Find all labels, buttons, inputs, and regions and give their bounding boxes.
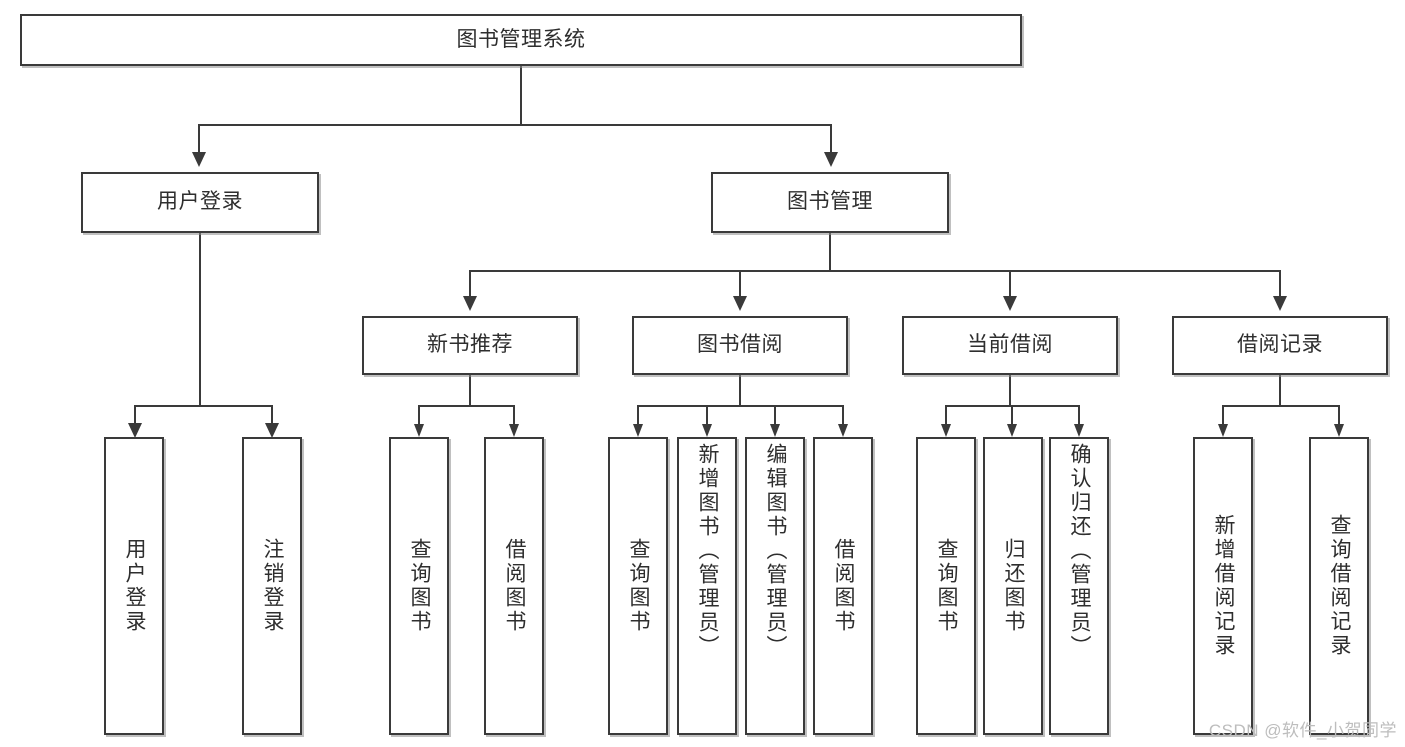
- leaf-bb-edit-book-admin[interactable]: 编辑图书（管理员）: [745, 437, 805, 735]
- node-label: 当前借阅: [967, 333, 1053, 357]
- node-label: 借阅图书: [832, 538, 856, 634]
- connector-bb-drop-2: [706, 405, 708, 425]
- arrow-to-bb-leaf-1: [633, 424, 643, 437]
- connector-bb-drop-1: [637, 405, 639, 425]
- connector-bm-drop-1: [469, 270, 471, 298]
- node-label: 查询图书: [627, 538, 651, 634]
- arrow-to-leaf-user-login: [128, 423, 142, 438]
- connector-nbr-bus: [418, 405, 514, 407]
- connector-user-login-bus: [134, 405, 272, 407]
- arrow-to-book-borrow: [733, 296, 747, 311]
- connector-user-login-drop-2: [271, 405, 273, 425]
- leaf-bb-query-book[interactable]: 查询图书: [608, 437, 668, 735]
- node-label: 归还图书: [1002, 538, 1026, 634]
- node-label: 图书管理: [787, 190, 873, 214]
- node-book-borrow[interactable]: 图书借阅: [632, 316, 848, 375]
- leaf-nbr-borrow-book[interactable]: 借阅图书: [484, 437, 544, 735]
- node-label: 新增借阅记录: [1212, 514, 1236, 658]
- node-new-book-recommend[interactable]: 新书推荐: [362, 316, 578, 375]
- connector-root-stem: [520, 66, 522, 124]
- node-label: 编辑图书（管理员）: [764, 443, 788, 659]
- arrow-to-bb-leaf-4: [838, 424, 848, 437]
- arrow-to-borrow-record: [1273, 296, 1287, 311]
- node-borrow-record[interactable]: 借阅记录: [1172, 316, 1388, 375]
- leaf-br-query-record[interactable]: 查询借阅记录: [1309, 437, 1369, 735]
- node-label: 查询图书: [408, 538, 432, 634]
- leaf-bb-add-book-admin[interactable]: 新增图书（管理员）: [677, 437, 737, 735]
- connector-bm-drop-2: [739, 270, 741, 298]
- node-label: 借阅图书: [503, 538, 527, 634]
- connector-root-drop-left: [198, 124, 200, 152]
- connector-user-login-stem: [199, 233, 201, 405]
- arrow-to-user-login: [192, 152, 206, 167]
- arrow-to-cb-leaf-3: [1074, 424, 1084, 437]
- node-label: 注销登录: [261, 538, 285, 634]
- connector-nbr-drop-1: [418, 405, 420, 425]
- connector-bb-drop-3: [774, 405, 776, 425]
- arrow-to-bb-leaf-3: [770, 424, 780, 437]
- connector-user-login-drop-1: [134, 405, 136, 425]
- arrow-to-nbr-leaf-1: [414, 424, 424, 437]
- arrow-to-leaf-logout: [265, 423, 279, 438]
- connector-bm-drop-3: [1009, 270, 1011, 298]
- arrow-to-cb-leaf-1: [941, 424, 951, 437]
- arrow-to-book-management: [824, 152, 838, 167]
- node-label: 新书推荐: [427, 333, 513, 357]
- leaf-cb-confirm-return-admin[interactable]: 确认归还（管理员）: [1049, 437, 1109, 735]
- arrow-to-br-leaf-1: [1218, 424, 1228, 437]
- node-book-management[interactable]: 图书管理: [711, 172, 949, 233]
- leaf-user-login[interactable]: 用户登录: [104, 437, 164, 735]
- connector-br-bus: [1222, 405, 1339, 407]
- node-label: 新增图书（管理员）: [696, 443, 720, 659]
- connector-nbr-drop-2: [513, 405, 515, 425]
- node-root-book-management-system[interactable]: 图书管理系统: [20, 14, 1022, 66]
- leaf-cb-return-book[interactable]: 归还图书: [983, 437, 1043, 735]
- node-label: 确认归还（管理员）: [1068, 443, 1092, 659]
- arrow-to-new-book-recommend: [463, 296, 477, 311]
- connector-cb-stem: [1009, 375, 1011, 405]
- connector-br-drop-1: [1222, 405, 1224, 425]
- connector-root-bus: [198, 124, 832, 126]
- connector-bb-bus: [637, 405, 843, 407]
- connector-cb-drop-3: [1078, 405, 1080, 425]
- arrow-to-br-leaf-2: [1334, 424, 1344, 437]
- node-label: 图书管理系统: [456, 27, 586, 51]
- leaf-br-add-record[interactable]: 新增借阅记录: [1193, 437, 1253, 735]
- node-label: 查询借阅记录: [1328, 514, 1352, 658]
- connector-book-management-stem: [829, 233, 831, 270]
- connector-cb-drop-2: [1011, 405, 1013, 425]
- node-label: 图书借阅: [697, 333, 783, 357]
- arrow-to-nbr-leaf-2: [509, 424, 519, 437]
- arrow-to-bb-leaf-2: [702, 424, 712, 437]
- connector-br-stem: [1279, 375, 1281, 405]
- connector-bb-stem: [739, 375, 741, 405]
- node-current-borrow[interactable]: 当前借阅: [902, 316, 1118, 375]
- node-label: 用户登录: [123, 538, 147, 634]
- leaf-logout[interactable]: 注销登录: [242, 437, 302, 735]
- connector-bm-drop-4: [1279, 270, 1281, 298]
- node-user-login[interactable]: 用户登录: [81, 172, 319, 233]
- connector-br-drop-2: [1338, 405, 1340, 425]
- connector-root-drop-right: [830, 124, 832, 152]
- arrow-to-cb-leaf-2: [1007, 424, 1017, 437]
- connector-bb-drop-4: [842, 405, 844, 425]
- arrow-to-current-borrow: [1003, 296, 1017, 311]
- connector-nbr-stem: [469, 375, 471, 405]
- node-label: 用户登录: [157, 190, 243, 214]
- leaf-bb-borrow-book[interactable]: 借阅图书: [813, 437, 873, 735]
- connector-book-management-bus: [469, 270, 1281, 272]
- node-label: 查询图书: [935, 538, 959, 634]
- leaf-cb-query-book[interactable]: 查询图书: [916, 437, 976, 735]
- connector-cb-drop-1: [945, 405, 947, 425]
- leaf-nbr-query-book[interactable]: 查询图书: [389, 437, 449, 735]
- node-label: 借阅记录: [1237, 333, 1323, 357]
